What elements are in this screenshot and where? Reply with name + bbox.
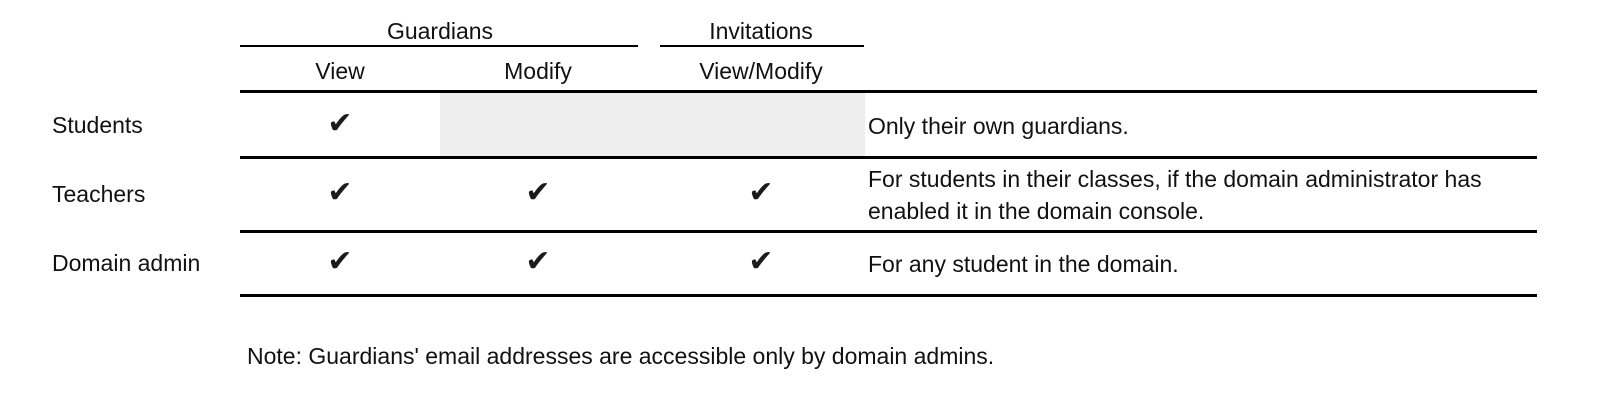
check-students-view: ✔ [327,106,353,141]
check-domain-admin-modify: ✔ [525,244,551,279]
group-rule-guardians [240,45,638,47]
check-teachers-modify: ✔ [525,175,551,210]
row-label-domain-admin: Domain admin [52,250,201,276]
cell-shade-students-unavailable [440,93,865,156]
table-rule-after-students [240,156,1537,159]
group-rule-invitations [660,45,864,47]
table-footnote: Note: Guardians' email addresses are acc… [247,343,995,369]
row-label-teachers: Teachers [52,181,146,207]
check-teachers-invitations: ✔ [748,175,774,210]
group-header-guardians: Guardians [386,18,494,44]
row-note-students: Only their own guardians. [868,113,1129,139]
column-header-view-modify: View/Modify [699,58,823,84]
row-label-students: Students [52,112,143,138]
check-domain-admin-view: ✔ [327,244,353,279]
check-domain-admin-invitations: ✔ [748,244,774,279]
table-rule-after-teachers [240,230,1537,233]
table-rule-top [240,90,1537,93]
row-note-teachers: For students in their classes, if the do… [868,166,1482,224]
table-rule-bottom [240,294,1537,297]
check-teachers-view: ✔ [327,175,353,210]
group-header-invitations: Invitations [709,18,813,44]
column-header-view: View [315,58,365,84]
column-header-modify: Modify [504,58,572,84]
row-note-domain-admin: For any student in the domain. [868,251,1179,277]
